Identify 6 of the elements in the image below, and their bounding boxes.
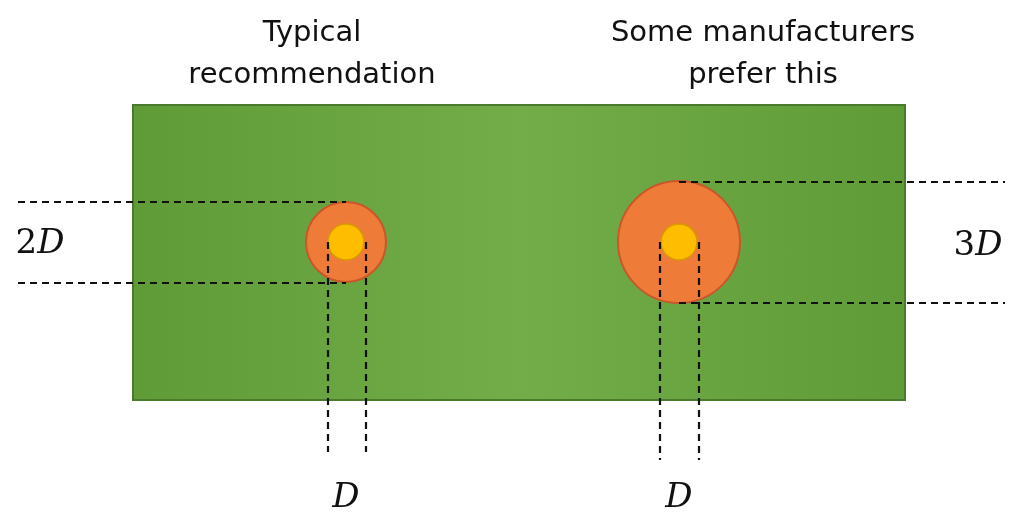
dimension-label: D bbox=[330, 474, 361, 516]
dimension-label: 3D bbox=[952, 222, 1004, 264]
caption-text: Some manufacturers prefer this bbox=[609, 13, 917, 92]
dimension-label: 2D bbox=[14, 220, 66, 262]
dimension-label: D bbox=[663, 474, 694, 516]
caption-text: Typical recommendation bbox=[187, 13, 437, 92]
